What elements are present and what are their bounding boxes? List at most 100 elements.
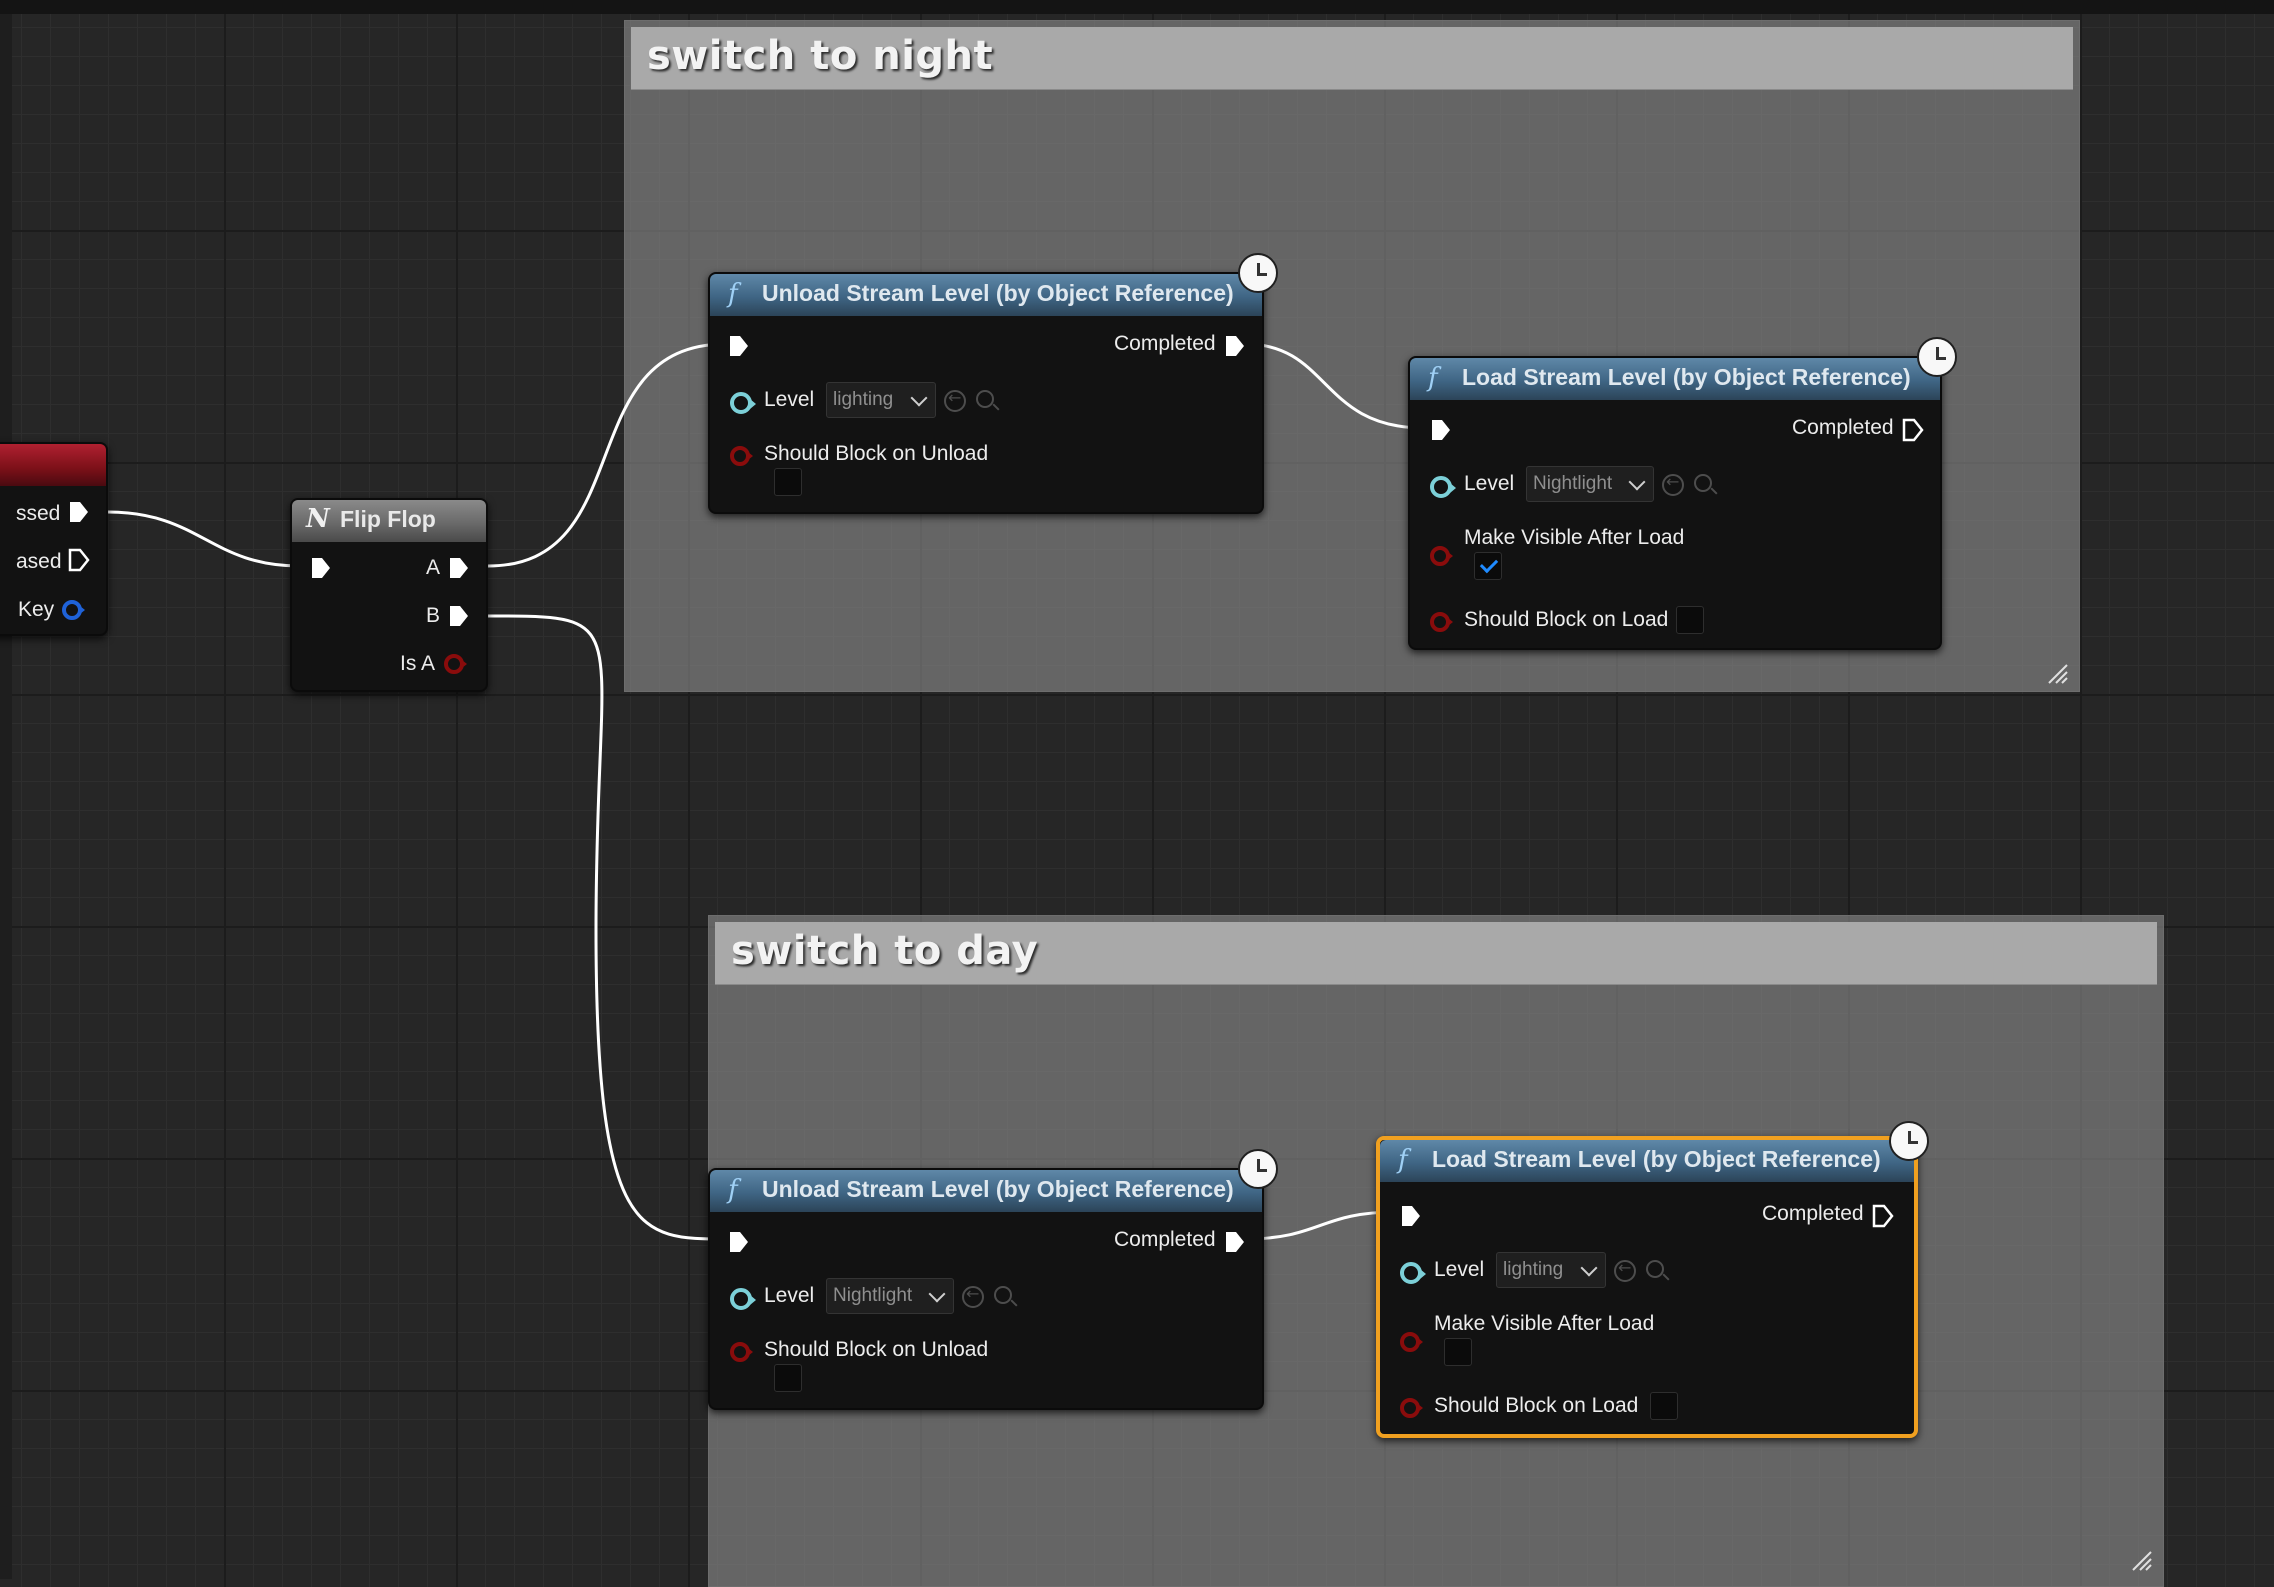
wire-pressed-to-flipflop xyxy=(107,510,301,568)
should-block-checkbox[interactable] xyxy=(1650,1392,1678,1420)
make-visible-pin-icon[interactable] xyxy=(1400,1332,1423,1352)
exec-completed-pin-icon[interactable] xyxy=(1902,418,1924,442)
latent-clock-icon xyxy=(1889,1121,1929,1161)
level-object-pin-icon[interactable] xyxy=(1430,476,1456,498)
level-object-pin-icon[interactable] xyxy=(1400,1262,1426,1284)
browse-asset-icon[interactable] xyxy=(1646,1260,1664,1278)
unload-stream-level-node-night[interactable]: f Unload Stream Level (by Object Referen… xyxy=(708,272,1264,514)
completed-label: Completed xyxy=(1792,416,1894,439)
comment-header[interactable]: switch to day xyxy=(715,922,2157,985)
level-dropdown[interactable]: lighting xyxy=(1496,1252,1606,1288)
should-block-checkbox[interactable] xyxy=(774,468,802,496)
latent-clock-icon xyxy=(1238,253,1278,293)
exec-pin-pressed-icon[interactable] xyxy=(68,500,90,524)
node-header[interactable]: f Load Stream Level (by Object Reference… xyxy=(1410,358,1940,400)
level-object-pin-icon[interactable] xyxy=(730,392,756,414)
wire-a-to-night-unload xyxy=(487,342,727,568)
pin-label-released: ased xyxy=(16,550,62,573)
resize-handle-icon[interactable] xyxy=(2131,1550,2153,1572)
should-block-pin-icon[interactable] xyxy=(730,1342,753,1362)
graph-top-bar xyxy=(0,0,2274,14)
comment-title[interactable]: switch to day xyxy=(731,928,1039,974)
level-value: Nightlight xyxy=(1533,473,1613,494)
completed-label: Completed xyxy=(1114,1228,1216,1251)
input-key-event-node[interactable]: ssed ased Key xyxy=(0,442,108,636)
node-header[interactable]: f Unload Stream Level (by Object Referen… xyxy=(710,1170,1262,1212)
should-block-label: Should Block on Load xyxy=(1434,1394,1639,1417)
level-label: Level xyxy=(764,388,815,411)
flipflop-icon: N xyxy=(306,504,330,534)
browse-asset-icon[interactable] xyxy=(976,390,994,408)
exec-completed-pin-icon[interactable] xyxy=(1224,1230,1246,1254)
make-visible-pin-icon[interactable] xyxy=(1430,546,1453,566)
should-block-checkbox[interactable] xyxy=(1676,606,1704,634)
node-header[interactable] xyxy=(0,444,106,486)
level-label: Level xyxy=(764,1284,815,1307)
pin-label-b: B xyxy=(426,604,441,627)
exec-input-pin-icon[interactable] xyxy=(310,556,332,580)
should-block-pin-icon[interactable] xyxy=(1430,612,1453,632)
bool-output-is-a-icon[interactable] xyxy=(444,654,467,674)
level-value: lighting xyxy=(833,389,894,410)
should-block-pin-icon[interactable] xyxy=(1400,1398,1423,1418)
make-visible-label: Make Visible After Load xyxy=(1434,1312,1655,1335)
should-block-label: Should Block on Unload xyxy=(764,1338,989,1361)
should-block-label: Should Block on Unload xyxy=(764,442,989,465)
use-selected-asset-icon[interactable] xyxy=(962,1284,984,1308)
function-icon: f xyxy=(1398,1145,1408,1175)
exec-input-pin-icon[interactable] xyxy=(1400,1204,1422,1228)
comment-title[interactable]: switch to night xyxy=(647,33,994,79)
node-header[interactable]: N Flip Flop xyxy=(292,500,486,542)
exec-output-b-icon[interactable] xyxy=(448,604,470,628)
load-stream-level-node-day[interactable]: f Load Stream Level (by Object Reference… xyxy=(1376,1136,1918,1438)
chevron-down-icon xyxy=(910,389,928,407)
key-struct-pin-icon[interactable] xyxy=(62,600,85,620)
wire-night-completed-to-load xyxy=(1244,342,1425,430)
node-title: Unload Stream Level (by Object Reference… xyxy=(762,1176,1234,1202)
make-visible-label: Make Visible After Load xyxy=(1464,526,1685,549)
exec-input-pin-icon[interactable] xyxy=(1430,418,1452,442)
function-icon: f xyxy=(1428,363,1438,393)
node-header[interactable]: f Unload Stream Level (by Object Referen… xyxy=(710,274,1262,316)
function-icon: f xyxy=(728,279,738,309)
node-title: Flip Flop xyxy=(340,506,436,532)
level-value: Nightlight xyxy=(833,1285,913,1306)
resize-handle-icon[interactable] xyxy=(2047,663,2069,685)
browse-asset-icon[interactable] xyxy=(994,1286,1012,1304)
exec-pin-released-icon[interactable] xyxy=(68,548,90,572)
level-dropdown[interactable]: Nightlight xyxy=(826,1278,954,1314)
exec-input-pin-icon[interactable] xyxy=(728,1230,750,1254)
chevron-down-icon xyxy=(1628,473,1646,491)
level-label: Level xyxy=(1464,472,1515,495)
chevron-down-icon xyxy=(928,1285,946,1303)
load-stream-level-node-night[interactable]: f Load Stream Level (by Object Reference… xyxy=(1408,356,1942,650)
level-dropdown[interactable]: lighting xyxy=(826,382,936,418)
graph-left-edge xyxy=(0,14,12,1579)
exec-completed-pin-icon[interactable] xyxy=(1872,1204,1894,1228)
browse-asset-icon[interactable] xyxy=(1694,474,1712,492)
level-dropdown[interactable]: Nightlight xyxy=(1526,466,1654,502)
wire-day-completed-to-load xyxy=(1244,1210,1397,1241)
unload-stream-level-node-day[interactable]: f Unload Stream Level (by Object Referen… xyxy=(708,1168,1264,1410)
make-visible-checkbox[interactable] xyxy=(1444,1338,1472,1366)
completed-label: Completed xyxy=(1762,1202,1864,1225)
should-block-checkbox[interactable] xyxy=(774,1364,802,1392)
comment-header[interactable]: switch to night xyxy=(631,27,2073,90)
exec-input-pin-icon[interactable] xyxy=(728,334,750,358)
exec-output-a-icon[interactable] xyxy=(448,556,470,580)
pin-label-key: Key xyxy=(18,598,55,621)
level-label: Level xyxy=(1434,1258,1485,1281)
make-visible-checkbox[interactable] xyxy=(1474,552,1502,580)
exec-completed-pin-icon[interactable] xyxy=(1224,334,1246,358)
should-block-pin-icon[interactable] xyxy=(730,446,753,466)
use-selected-asset-icon[interactable] xyxy=(1662,472,1684,496)
latent-clock-icon xyxy=(1238,1149,1278,1189)
use-selected-asset-icon[interactable] xyxy=(944,388,966,412)
pin-label-is-a: Is A xyxy=(400,652,436,675)
level-object-pin-icon[interactable] xyxy=(730,1288,756,1310)
should-block-label: Should Block on Load xyxy=(1464,608,1669,631)
node-header[interactable]: f Load Stream Level (by Object Reference… xyxy=(1380,1140,1914,1182)
flipflop-node[interactable]: N Flip Flop A B Is A xyxy=(290,498,488,692)
use-selected-asset-icon[interactable] xyxy=(1614,1258,1636,1282)
